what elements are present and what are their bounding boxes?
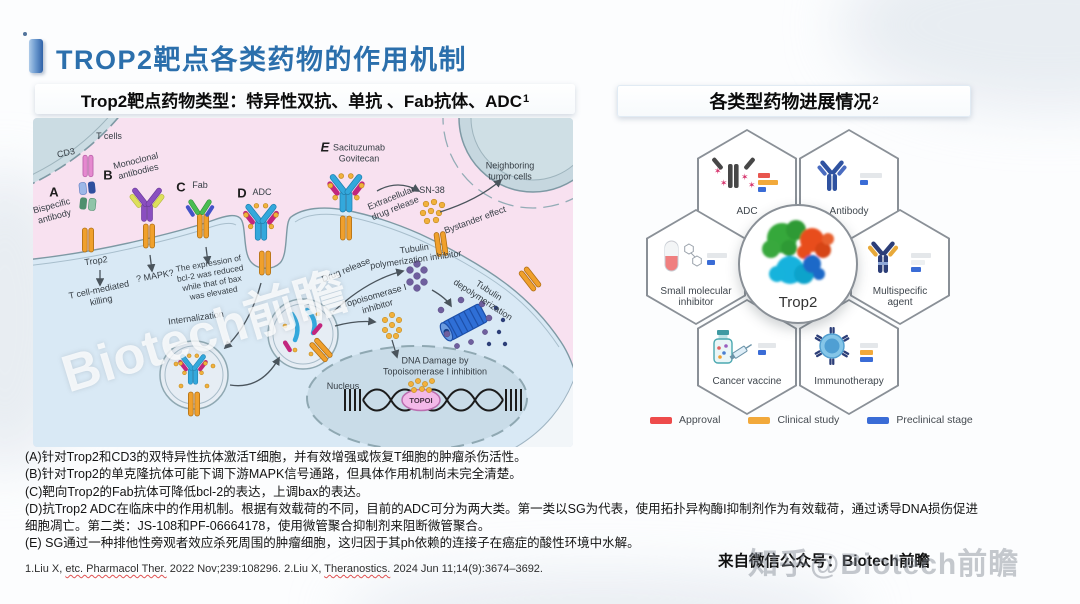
ref-segment: etc. Pharmacol Ther. [65,563,167,575]
right-panel-header: 各类型药物进展情况 2 [617,85,971,117]
right-panel-header-text: 各类型药物进展情况 [709,92,872,112]
fab-fragment [185,199,215,217]
right-panel-header-sup: 2 [872,95,879,107]
label-marker-b: B [103,167,113,183]
note-c: (C)靶向Trop2的Fab抗体可降低bcl-2的表达，上调bax的表达。 [25,484,369,499]
legend-clinical-study: Clinical study [748,414,839,426]
note-a: (A)针对Trop2和CD3的双特异性抗体激活T细胞，并有效增强或恢复T细胞的肿… [25,450,527,464]
hexagon-multispecific-agent: Multispecific agent [850,209,950,325]
label-marker-c: C [176,179,186,195]
vaccine-stage-bars [758,343,776,357]
vaccine-icon [713,330,752,364]
multispecific-stage-bars [911,253,931,274]
hexagon-cancer-vaccine: Cancer vaccine [697,299,797,415]
svg-text:✶: ✶ [748,181,756,191]
adc-stage-bars [758,173,778,194]
legend-label: Approval [679,414,721,426]
note-d-line2: 细胞凋亡。第二类：JS-108和PF-06664178，使用微管聚合抑制剂来阻断… [25,519,491,534]
label-dna-damage: DNA Damage by Topoisomerase I inhibition [382,355,488,377]
references: 1.Liu X, etc. Pharmacol Ther. 2022 Nov;2… [25,563,543,575]
arrows [95,178,503,387]
depolymerized-tubulin-dots [437,296,508,349]
stage-legend: Approval Clinical study Preclinical stag… [650,414,973,426]
label-nucleus: Nucleus [326,380,360,391]
clinical-study-swatch [748,416,771,424]
ref-segment: Theranostics. [324,563,391,575]
ref-segment: 2022 Nov;239:108296. 2.Liu X, [166,563,325,575]
legend-preclinical-stage: Preclinical stage [867,414,973,426]
left-panel-header-sup: 1 [522,93,530,105]
legend-label: Clinical study [777,414,840,426]
bg-decoration [340,575,860,604]
left-panel-header-text: Trop2靶点药物类型：特异性双抗、单抗 、Fab抗体、ADC [80,91,522,111]
topoisomerase-inhibitor-dots [381,312,402,340]
hexagon-label: Small molecular inhibitor [660,285,732,308]
label-adc: ADC [252,186,272,197]
svg-text:TOPOI: TOPOI [409,396,432,405]
legend-approval: Approval [650,414,720,426]
antibody-icon [817,160,847,191]
label-neighboring: Neighboring tumor cells [485,160,535,182]
dna-helix [344,388,522,412]
label-t-cells: T cells [96,130,122,141]
hexagon-label: Multispecific agent [872,285,928,308]
bispecific-antibody [78,154,97,211]
immunotherapy-icon [814,327,850,365]
multispecific-icon [867,241,899,273]
svg-text:✶: ✶ [741,173,749,183]
preclinical-stage-swatch [867,416,890,424]
trop2-protein [762,220,834,284]
sn38-dots [419,198,446,225]
label-sn38: SN-38 [419,184,445,195]
ref-segment: 2024 Jun 11;14(9):3674–3692. [390,563,543,575]
topo-drug-dots [408,378,435,393]
note-d-line1: (D)抗Trop2 ADC在临床中的作用机制。根据有效载荷的不同，目前的ADC可… [25,501,979,516]
label-fab: Fab [192,179,208,190]
mechanism-artwork: .odot{fill:#f2b13d;stroke:#c08a1e;stroke… [33,118,573,447]
adc-icon: ✶✶✶✶ [712,157,756,191]
small-molecule-stage-bars [707,253,727,267]
ref-segment: 1.Liu X, [25,563,66,575]
left-panel-header: Trop2靶点药物类型：特异性双抗、单抗 、Fab抗体、ADC 1 [35,84,575,114]
hexagon-label: Antibody [829,205,869,217]
legend-label: Preclinical stage [896,414,973,426]
immunotherapy-stage-bars [860,343,878,364]
label-marker-e: E [320,139,330,155]
topoisomerase-enzyme: TOPOI [401,378,441,412]
note-e: (E) SG通过一种排他性旁观者效应杀死周围的肿瘤细胞，这归因于其ph依赖的连接… [25,536,640,551]
trop2-center-label: Trop2 [778,294,818,312]
trop2-center-circle: Trop2 [738,204,858,324]
hexagon-label: Immunotherapy [814,375,884,387]
label-marker-d: D [237,185,247,201]
neighboring-tumor-cell [442,118,573,209]
hexagon-small-molecular-inhibitor: Small molecular inhibitor [646,209,746,325]
small-molecule-icon [664,240,702,272]
hexagon-label: ADC [736,205,758,217]
label-sacituzumab: Sacituzumab Govitecan [332,142,386,164]
svg-text:✶: ✶ [720,179,728,189]
endosome-early [159,340,229,417]
approval-swatch [650,416,672,424]
wechat-credit: 来自微信公众号：Biotech前瞻 [718,553,930,570]
svg-text:✶: ✶ [714,167,722,177]
monoclonal-antibody [129,187,165,222]
note-b: (B)针对Trop2的单克隆抗体可能下调下游MAPK信号通路，但具体作用机制尚未… [25,467,522,482]
progress-diagram: Biotech前瞻 ✶✶✶✶ ADC [620,118,1065,448]
hexagon-label: Cancer vaccine [712,375,782,387]
endosome-late [267,298,339,370]
t-cell-region [33,118,119,185]
page-title: TROP2靶点各类药物的作用机制 [56,45,468,75]
title-bar-icon [29,39,43,73]
mechanism-diagram: .odot{fill:#f2b13d;stroke:#c08a1e;stroke… [33,118,573,447]
tubulin-inhibitor-dots [406,260,428,292]
antibody-stage-bars [860,173,882,187]
label-marker-a: A [49,184,59,200]
title-dot [23,32,27,36]
notes: (A)针对Trop2和CD3的双特异性抗体激活T细胞，并有效增强或恢复T细胞的肿… [25,449,1070,553]
